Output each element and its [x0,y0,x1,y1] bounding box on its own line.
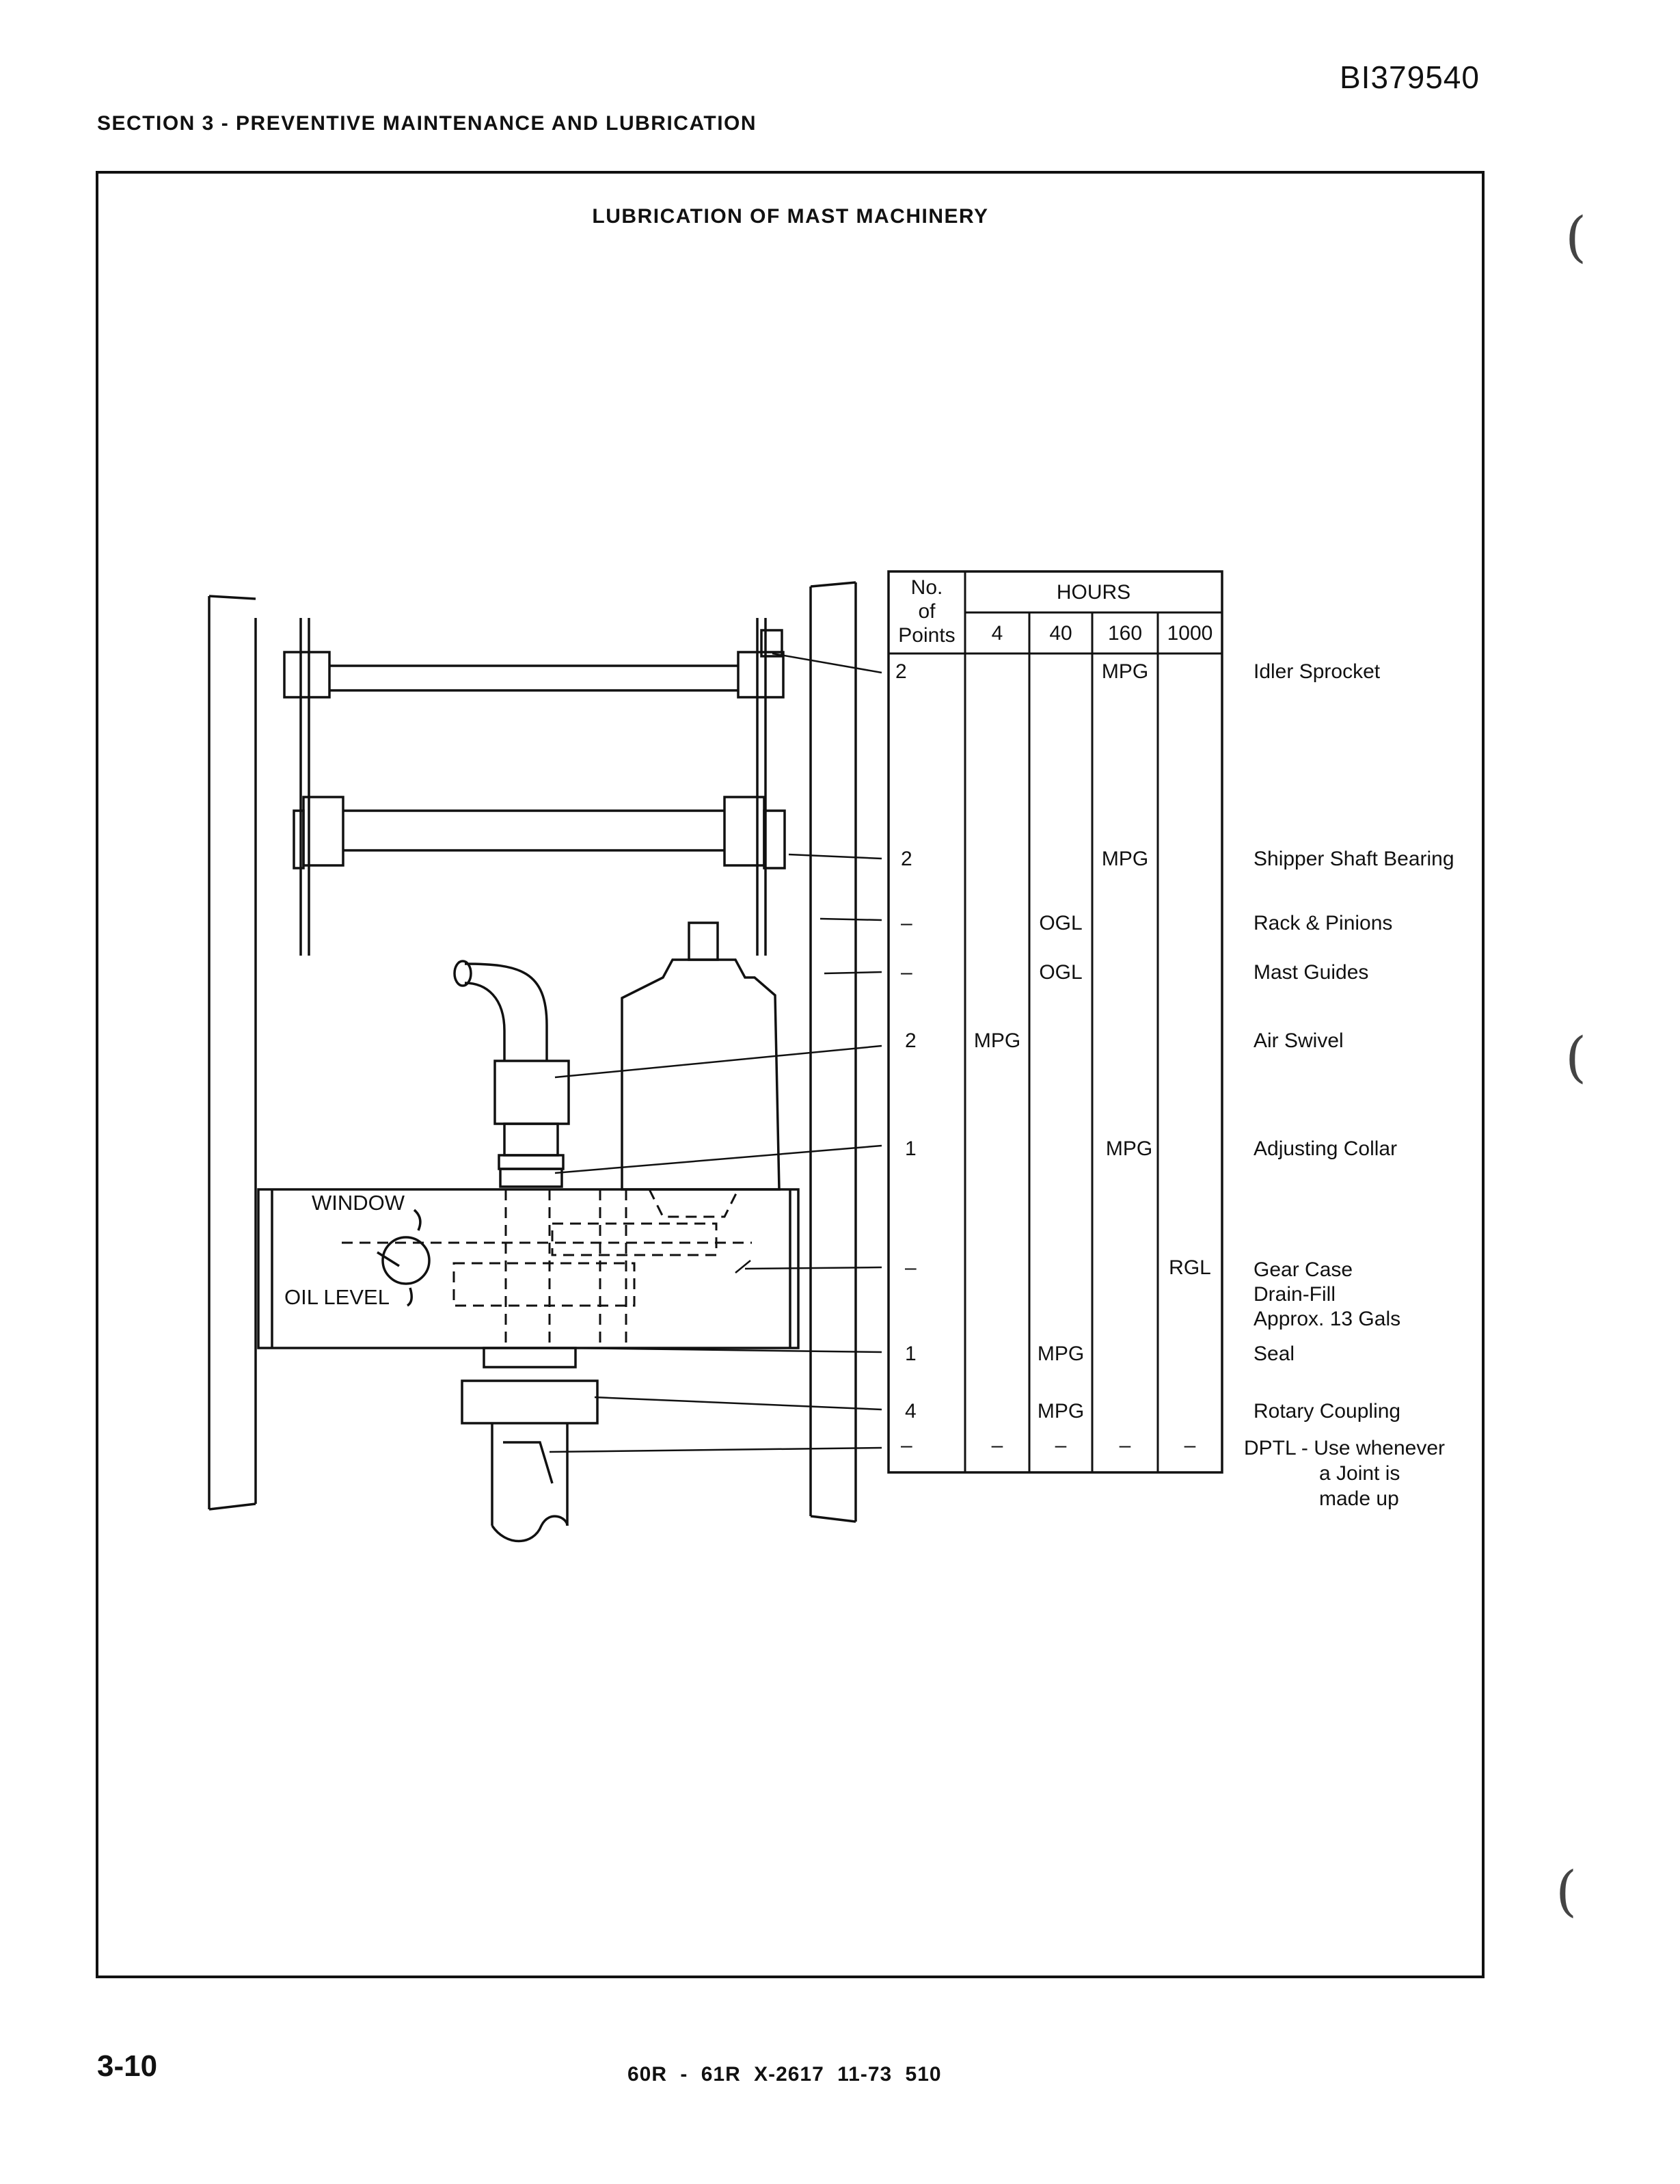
rotary-coupling [461,1379,599,1425]
hours-col-40: 40 [1049,622,1072,645]
item-line: a Joint is [1319,1462,1400,1485]
document-id: BI379540 [1340,59,1480,95]
air-swivel [453,960,570,1188]
table-row-points: – [905,1256,917,1279]
model-info: 60R - 61R X-2617 11-73 510 [627,2063,942,2086]
binder-hole-mark: ( [1556,1859,1577,1923]
hours-col-1000: 1000 [1167,622,1213,645]
table-row-h160: MPG [1101,660,1149,683]
shipper-shaft [293,796,786,869]
table-row-item: Shipper Shaft Bearing [1254,848,1454,870]
motor-housing [621,921,781,1191]
table-row-item: Air Swivel [1254,1029,1344,1052]
table-row-h40: – [1055,1434,1067,1457]
figure-title: LUBRICATION OF MAST MACHINERY [592,205,989,228]
table-row-item: Mast Guides [1254,961,1369,984]
hours-col-160: 160 [1107,622,1143,645]
table-row-h160: – [1119,1434,1131,1457]
points-header-line-1: No. [910,576,943,599]
table-row-points: – [901,961,912,984]
idler-sprocket-shaft [283,629,785,699]
left-mast-column [208,595,257,1511]
table-row-h160: MPG [1105,1137,1153,1160]
table-row-h1000: – [1184,1434,1196,1457]
page-number: 3-10 [97,2049,158,2083]
item-line: Gear Case [1254,1258,1353,1281]
table-row-points: 1 [905,1343,917,1365]
table-row-h1000: RGL [1169,1256,1211,1279]
table-row-points: – [901,1434,912,1457]
table-row-item: DPTL - Use whenever a Joint is made up [1244,1435,1445,1511]
table-row-points: 2 [895,660,907,683]
table-row-item: Rotary Coupling [1254,1400,1401,1423]
window-label: WINDOW [312,1191,405,1215]
oil-level-window [381,1236,431,1285]
table-row-h40: OGL [1039,912,1083,934]
table-row-item: Adjusting Collar [1254,1137,1398,1160]
hours-header: HOURS [1056,581,1131,604]
binder-hole-mark: ( [1565,1025,1587,1089]
table-row-item: Gear Case Drain-Fill Approx. 13 Gals [1254,1258,1400,1332]
table-row-points: 2 [901,848,912,870]
figure-frame [96,171,1485,1978]
item-line: Approx. 13 Gals [1254,1308,1401,1330]
table-row-h40: OGL [1039,961,1083,984]
table-row-h4: – [991,1434,1003,1457]
item-line: made up [1319,1487,1399,1510]
table-row-h40: MPG [1037,1400,1085,1423]
table-row-points: 2 [905,1029,917,1052]
binder-hole-mark: ( [1565,205,1587,269]
table-row-item: Rack & Pinions [1254,912,1393,934]
hours-col-4: 4 [991,622,1003,645]
table-row-h160: MPG [1101,848,1149,870]
table-row-item: Idler Sprocket [1254,660,1381,683]
table-frame [887,570,1223,1474]
section-heading: SECTION 3 - PREVENTIVE MAINTENANCE AND L… [97,112,757,135]
table-row-points: 1 [905,1137,917,1160]
item-line: DPTL - Use whenever [1244,1437,1445,1459]
table-row-points: 4 [905,1400,917,1423]
points-column-header: No. of Points [889,576,965,647]
table-row-item: Seal [1254,1343,1295,1365]
table-row-points: – [901,912,912,934]
points-header-line-3: Points [898,624,956,647]
points-header-line-2: of [918,600,936,623]
item-line: Drain-Fill [1254,1283,1336,1306]
right-mast-column [809,581,857,1523]
oil-level-label: OIL LEVEL [284,1285,390,1309]
seal [483,1347,577,1369]
table-row-h4: MPG [973,1029,1021,1052]
table-row-h40: MPG [1037,1343,1085,1365]
